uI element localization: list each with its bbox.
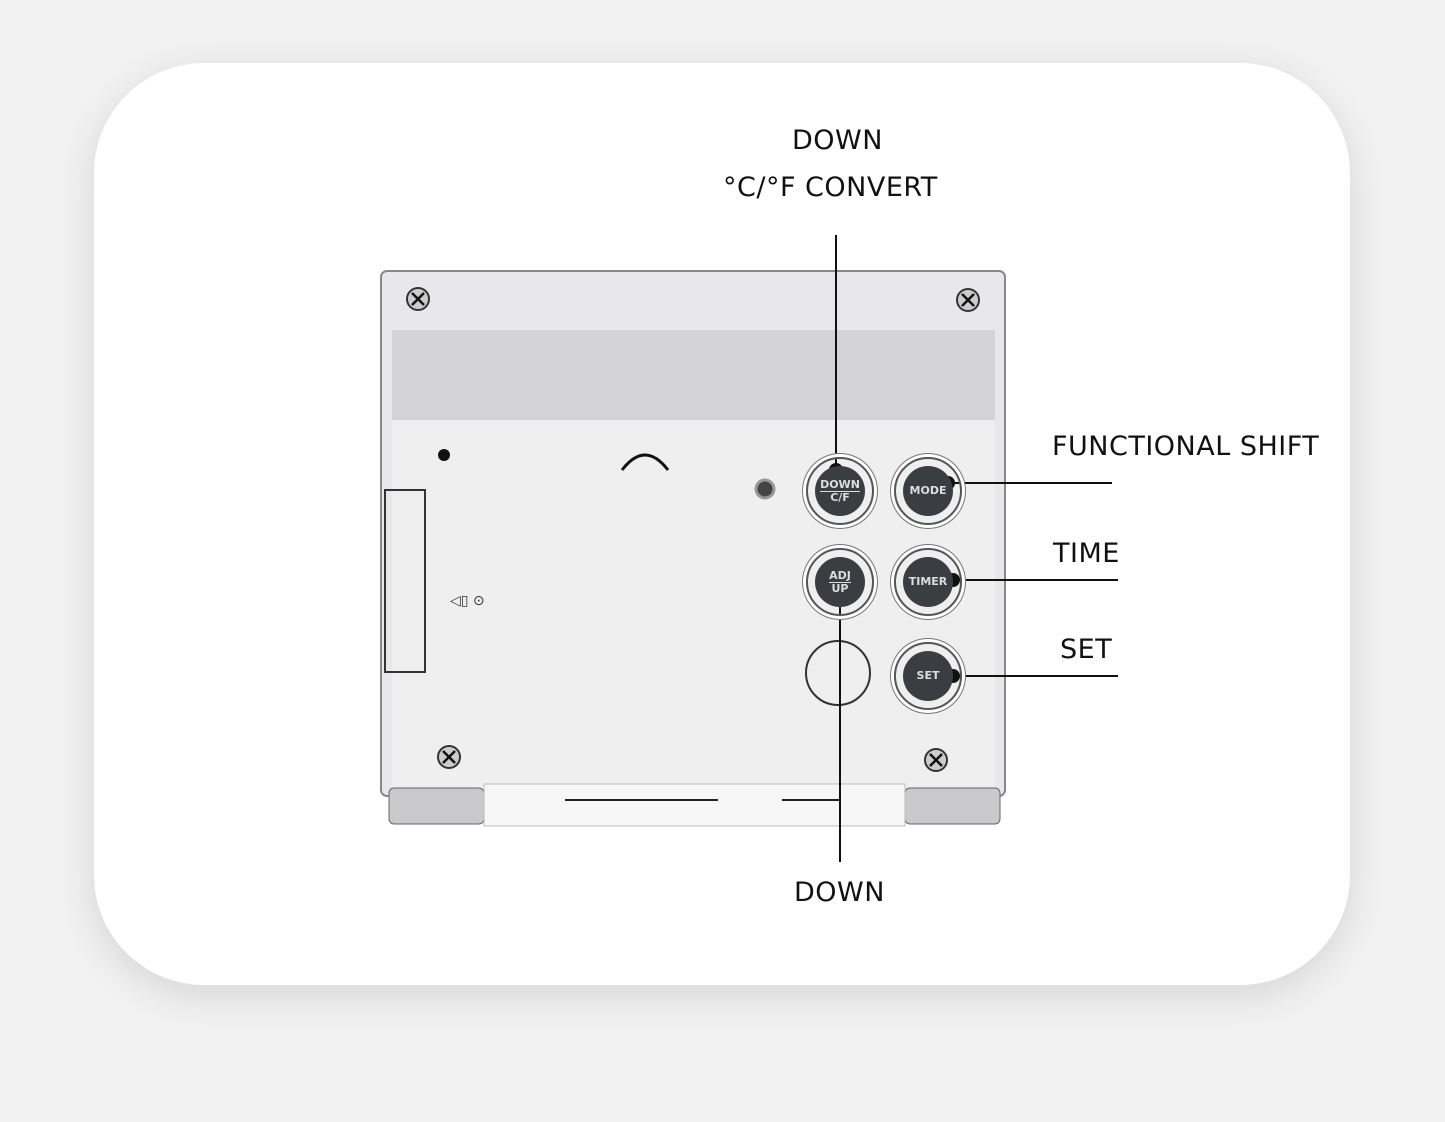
button-label: SET xyxy=(916,669,940,682)
button-label: UP xyxy=(831,581,849,595)
set-button[interactable]: SET xyxy=(894,642,962,710)
button-label: TIMER xyxy=(908,575,948,588)
label-set: SET xyxy=(1060,634,1113,665)
button-label: C/F xyxy=(830,490,850,504)
svg-text:◁▯ ⊙: ◁▯ ⊙ xyxy=(450,593,485,609)
button-label: MODE xyxy=(909,484,947,497)
button-label: DOWN xyxy=(820,477,860,492)
label-down-top: DOWN xyxy=(792,125,883,156)
label-down-bottom: DOWN xyxy=(794,877,885,908)
mode-button[interactable]: MODE xyxy=(894,457,962,525)
button-label: ADJ xyxy=(829,568,851,583)
label-functional-shift: FUNCTIONAL SHIFT xyxy=(1052,431,1320,462)
timer-button[interactable]: TIMER xyxy=(894,548,962,616)
label-time: TIME xyxy=(1053,538,1120,569)
label-cf-convert: °C/°F CONVERT xyxy=(723,172,938,203)
